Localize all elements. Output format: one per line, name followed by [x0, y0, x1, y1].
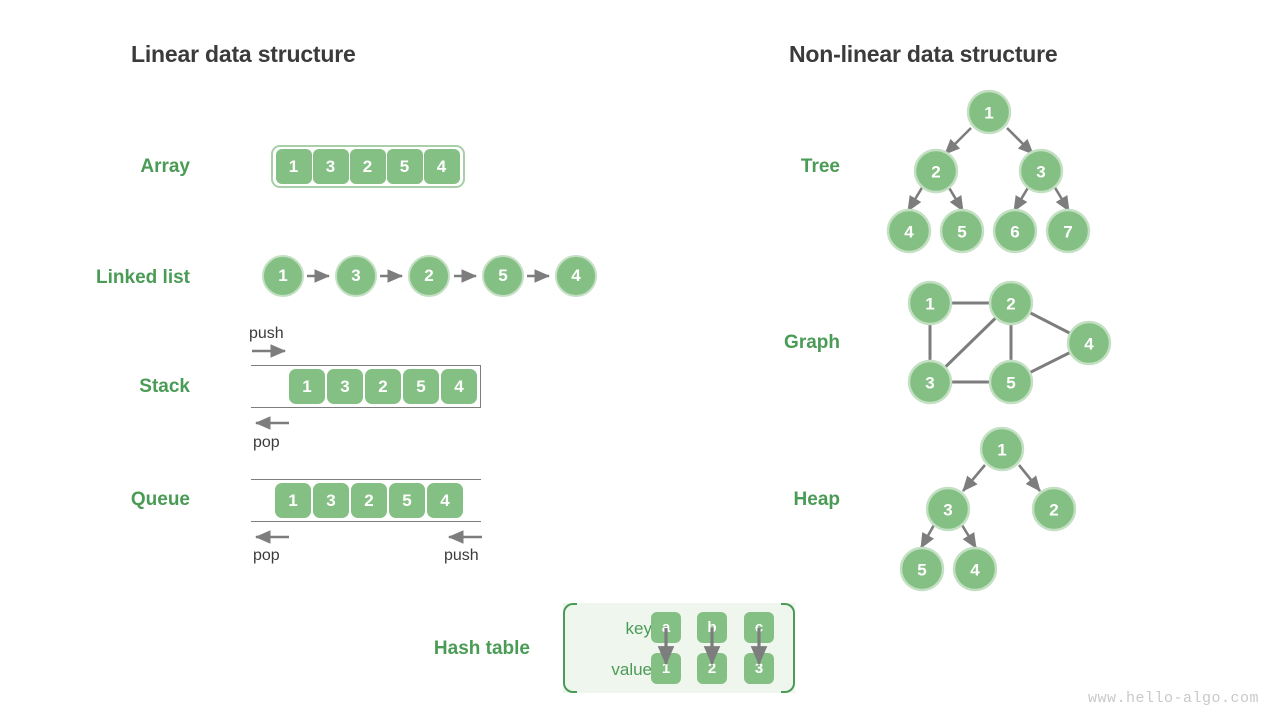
heap-node: [899, 546, 945, 592]
hash-value-cell: 3: [744, 653, 774, 684]
label-linked-list: Linked list: [96, 267, 190, 288]
tree-node-label: 7: [1063, 223, 1072, 242]
linked-list-node: 4: [555, 255, 597, 297]
linked-list-node: 1: [262, 255, 304, 297]
heap-node-label: 2: [1049, 501, 1058, 520]
label-heap: Heap: [793, 489, 840, 510]
hash-key-cell: c: [744, 612, 774, 643]
queue-push-label: push: [444, 547, 479, 564]
tree-node: [992, 208, 1038, 254]
tree-node-label: 5: [957, 223, 966, 242]
stack-cell: 3: [327, 369, 363, 404]
heap-edges: [919, 464, 1042, 549]
tree-node-label: 2: [931, 163, 940, 182]
graph-node-label: 3: [925, 374, 934, 393]
heap-node: [925, 486, 971, 532]
label-tree: Tree: [800, 156, 840, 177]
queue-cell: 5: [389, 483, 425, 518]
queue-cell: 2: [351, 483, 387, 518]
heading-linear-data-structure: Linear data structure: [131, 41, 356, 67]
stack-container: 1 3 2 5 4: [251, 365, 481, 408]
heap-node: [979, 426, 1025, 472]
label-graph: Graph: [784, 332, 840, 353]
array-cell: 4: [423, 149, 460, 184]
tree-node-label: 3: [1036, 163, 1045, 182]
heap-node: [1031, 486, 1077, 532]
watermark: www.hello-algo.com: [1087, 690, 1259, 707]
heap-node-label: 1: [997, 441, 1006, 460]
tree-node: [939, 208, 985, 254]
array-cell: 1: [275, 149, 312, 184]
label-hash-table: Hash table: [433, 638, 530, 659]
heap-node-label: 4: [970, 561, 980, 580]
tree-node-label: 6: [1010, 223, 1019, 242]
hash-value-label: value: [611, 660, 652, 679]
tree-node-label: 1: [984, 104, 993, 123]
array-cell: 5: [386, 149, 423, 184]
stack-cell: 1: [289, 369, 325, 404]
stack-cell: 2: [365, 369, 401, 404]
hash-value-cell: 1: [651, 653, 681, 684]
graph-nodes: 1 2 3 4 5: [907, 280, 1112, 405]
graph-node-label: 5: [1006, 374, 1015, 393]
stack-cell: 5: [403, 369, 439, 404]
tree-node: [966, 89, 1012, 135]
heap-node: [952, 546, 998, 592]
graph-edges: [928, 301, 1090, 384]
graph-node: [988, 359, 1034, 405]
stack-cell: 4: [441, 369, 477, 404]
tree-node: [886, 208, 932, 254]
heap-nodes: 1 3 2 5 4: [899, 426, 1077, 592]
graph-node: [1066, 320, 1112, 366]
hash-bracket-left-icon: [563, 603, 577, 693]
label-queue: Queue: [130, 489, 190, 510]
array-container: 1 3 2 5 4: [271, 145, 465, 188]
hash-bracket-right-icon: [781, 603, 795, 693]
label-stack: Stack: [139, 376, 190, 397]
hash-key-cell: b: [697, 612, 727, 643]
tree-node: [1018, 148, 1064, 194]
queue-cell: 1: [275, 483, 311, 518]
stack-pop-label: pop: [253, 434, 280, 451]
queue-cell: 3: [313, 483, 349, 518]
linked-list-node: 5: [482, 255, 524, 297]
heading-nonlinear-data-structure: Non-linear data structure: [789, 41, 1058, 67]
graph-node: [907, 359, 953, 405]
hash-value-cell: 2: [697, 653, 727, 684]
hash-key-cell: a: [651, 612, 681, 643]
queue-container: 1 3 2 5 4: [251, 479, 481, 522]
heap-node-label: 5: [917, 561, 926, 580]
tree-nodes: 1 2 3 4 5 6 7: [886, 89, 1091, 254]
array-cell: 3: [312, 149, 349, 184]
queue-cell: 4: [427, 483, 463, 518]
graph-node-label: 1: [925, 295, 934, 314]
heap-node-label: 3: [943, 501, 952, 520]
array-cell: 2: [349, 149, 386, 184]
hash-key-label: key: [625, 619, 652, 638]
queue-pop-label: pop: [253, 547, 280, 564]
tree-edges: [906, 127, 1071, 212]
label-array: Array: [140, 156, 190, 177]
graph-node-label: 4: [1084, 335, 1094, 354]
graph-node: [988, 280, 1034, 326]
tree-node: [1045, 208, 1091, 254]
linked-list-node: 3: [335, 255, 377, 297]
graph-node: [907, 280, 953, 326]
graph-node-label: 2: [1006, 295, 1015, 314]
linked-list-container: 1 3 2 5 4: [262, 253, 602, 299]
stack-push-label: push: [249, 325, 284, 342]
tree-node: [913, 148, 959, 194]
tree-node-label: 4: [904, 223, 914, 242]
linked-list-node: 2: [408, 255, 450, 297]
